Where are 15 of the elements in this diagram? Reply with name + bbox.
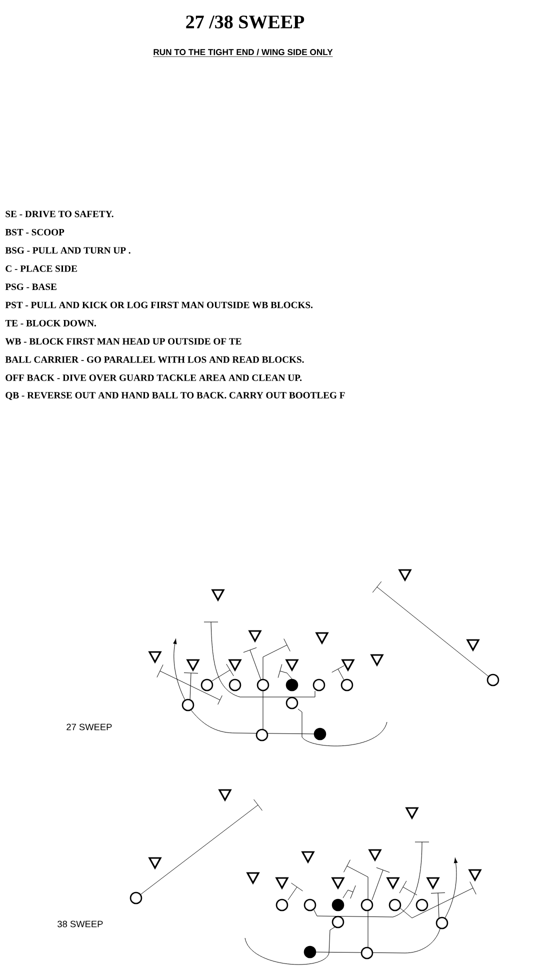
assignment-text: PSG - BASE bbox=[5, 284, 56, 290]
assignment-text: BALL CARRIER - GO PARALLEL WITH LOS AND READ BLOCKS. bbox=[5, 356, 304, 363]
title: 27 /38 SWEEP bbox=[186, 16, 304, 28]
assignment-text: QB - REVERSE OUT AND HAND BALL TO BACK. CARRY OUT BOOTLEG F bbox=[6, 392, 345, 400]
assignment-text: C - PLACE SIDE bbox=[6, 265, 77, 272]
play-label: 38 SWEEP bbox=[58, 920, 103, 928]
play-label: 27 SWEEP bbox=[66, 724, 112, 730]
assignment-text: TE - BLOCK DOWN. bbox=[5, 320, 96, 326]
assignment-text: SE - DRIVE TO SAFETY. bbox=[6, 210, 114, 218]
assignment-text: BST - SCOOP bbox=[5, 229, 64, 236]
subtitle: RUN TO THE TIGHT END / WING SIDE ONLY bbox=[152, 48, 334, 57]
assignment-text: PST - PULL AND KICK OR LOG FIRST MAN OUTSIDE WB BLOCKS. bbox=[5, 302, 313, 308]
assignment-text: OFF BACK - DIVE OVER GUARD TACKLE AREA AND CLEAN UP. bbox=[6, 374, 302, 382]
assignment-text: WB - BLOCK FIRST MAN HEAD UP OUTSIDE OF TE bbox=[5, 338, 242, 345]
assignment-text: BSG - PULL AND TURN UP . bbox=[5, 247, 130, 254]
